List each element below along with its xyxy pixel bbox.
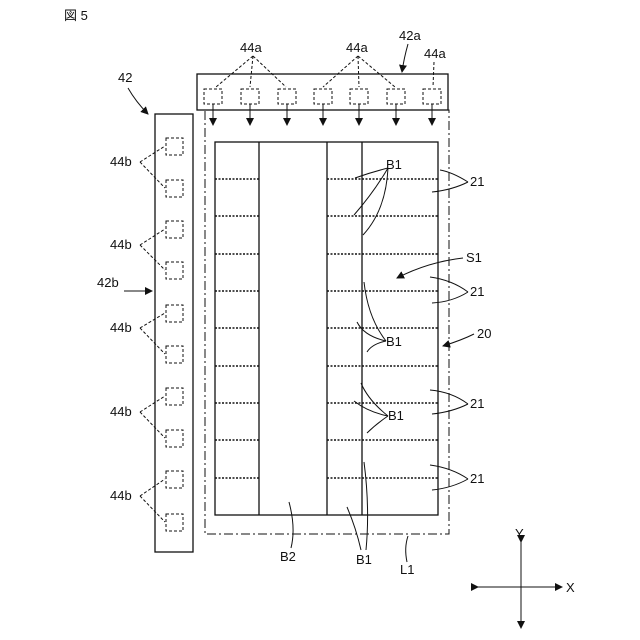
- nozzle-44a: [278, 89, 296, 104]
- nozzle-44a: [387, 89, 405, 104]
- nozzle-44a: [423, 89, 441, 104]
- nozzle-44b: [166, 346, 183, 363]
- leaders-44b: [140, 146, 165, 522]
- axis-x-label: X: [566, 580, 575, 595]
- substrate-20: [215, 142, 438, 515]
- label-44a: 44a: [240, 40, 262, 55]
- nozzle-44b: [166, 221, 183, 238]
- label-44b: 44b: [110, 488, 132, 503]
- leader-s1: [397, 258, 463, 278]
- leader-21: [440, 170, 468, 182]
- nozzle-44b: [166, 388, 183, 405]
- label-b2: B2: [280, 549, 296, 564]
- nozzle-44b: [166, 514, 183, 531]
- label-21: 21: [470, 284, 484, 299]
- nozzle-44b: [166, 471, 183, 488]
- label-l1: L1: [400, 562, 414, 577]
- ejection-arrows: [213, 104, 432, 125]
- nozzle-44b: [166, 305, 183, 322]
- label-b1: B1: [386, 334, 402, 349]
- label-44a: 44a: [346, 40, 368, 55]
- label-44b: 44b: [110, 154, 132, 169]
- label-42b: 42b: [97, 275, 119, 290]
- label-21: 21: [470, 396, 484, 411]
- leader-b1: [364, 462, 368, 550]
- leader-b1: [367, 341, 386, 352]
- label-21: 21: [470, 471, 484, 486]
- figure-title: 図 5: [64, 8, 88, 23]
- leader-20: [443, 334, 474, 346]
- leader-l1: [406, 536, 408, 562]
- nozzle-44b: [166, 180, 183, 197]
- nozzle-44b: [166, 138, 183, 155]
- label-20: 20: [477, 326, 491, 341]
- nozzle-group-44a: [204, 89, 441, 104]
- leader-b2: [289, 502, 293, 548]
- leader-b1: [354, 168, 388, 215]
- nozzle-44a: [241, 89, 259, 104]
- nozzle-44a: [204, 89, 222, 104]
- label-44b: 44b: [110, 404, 132, 419]
- leader-b1: [363, 168, 388, 235]
- label-44a: 44a: [424, 46, 446, 61]
- label-b1: B1: [356, 552, 372, 567]
- axis-y-label: Y: [515, 526, 524, 541]
- label-44b: 44b: [110, 237, 132, 252]
- leaders-44a: [216, 56, 434, 87]
- label-s1: S1: [466, 250, 482, 265]
- label-42a: 42a: [399, 28, 421, 43]
- leader-42: [128, 88, 148, 114]
- nozzle-group-44b: [166, 138, 183, 531]
- nozzle-44b: [166, 262, 183, 279]
- axis-cross: X Y: [478, 526, 575, 628]
- nozzle-44a: [350, 89, 368, 104]
- label-42: 42: [118, 70, 132, 85]
- label-21: 21: [470, 174, 484, 189]
- nozzle-44a: [314, 89, 332, 104]
- leader-b1: [367, 416, 388, 433]
- label-b1: B1: [388, 408, 404, 423]
- nozzle-44b: [166, 430, 183, 447]
- leader-42a: [402, 44, 408, 72]
- leader-b1: [361, 383, 388, 416]
- label-44b: 44b: [110, 320, 132, 335]
- leader-b1: [347, 507, 361, 550]
